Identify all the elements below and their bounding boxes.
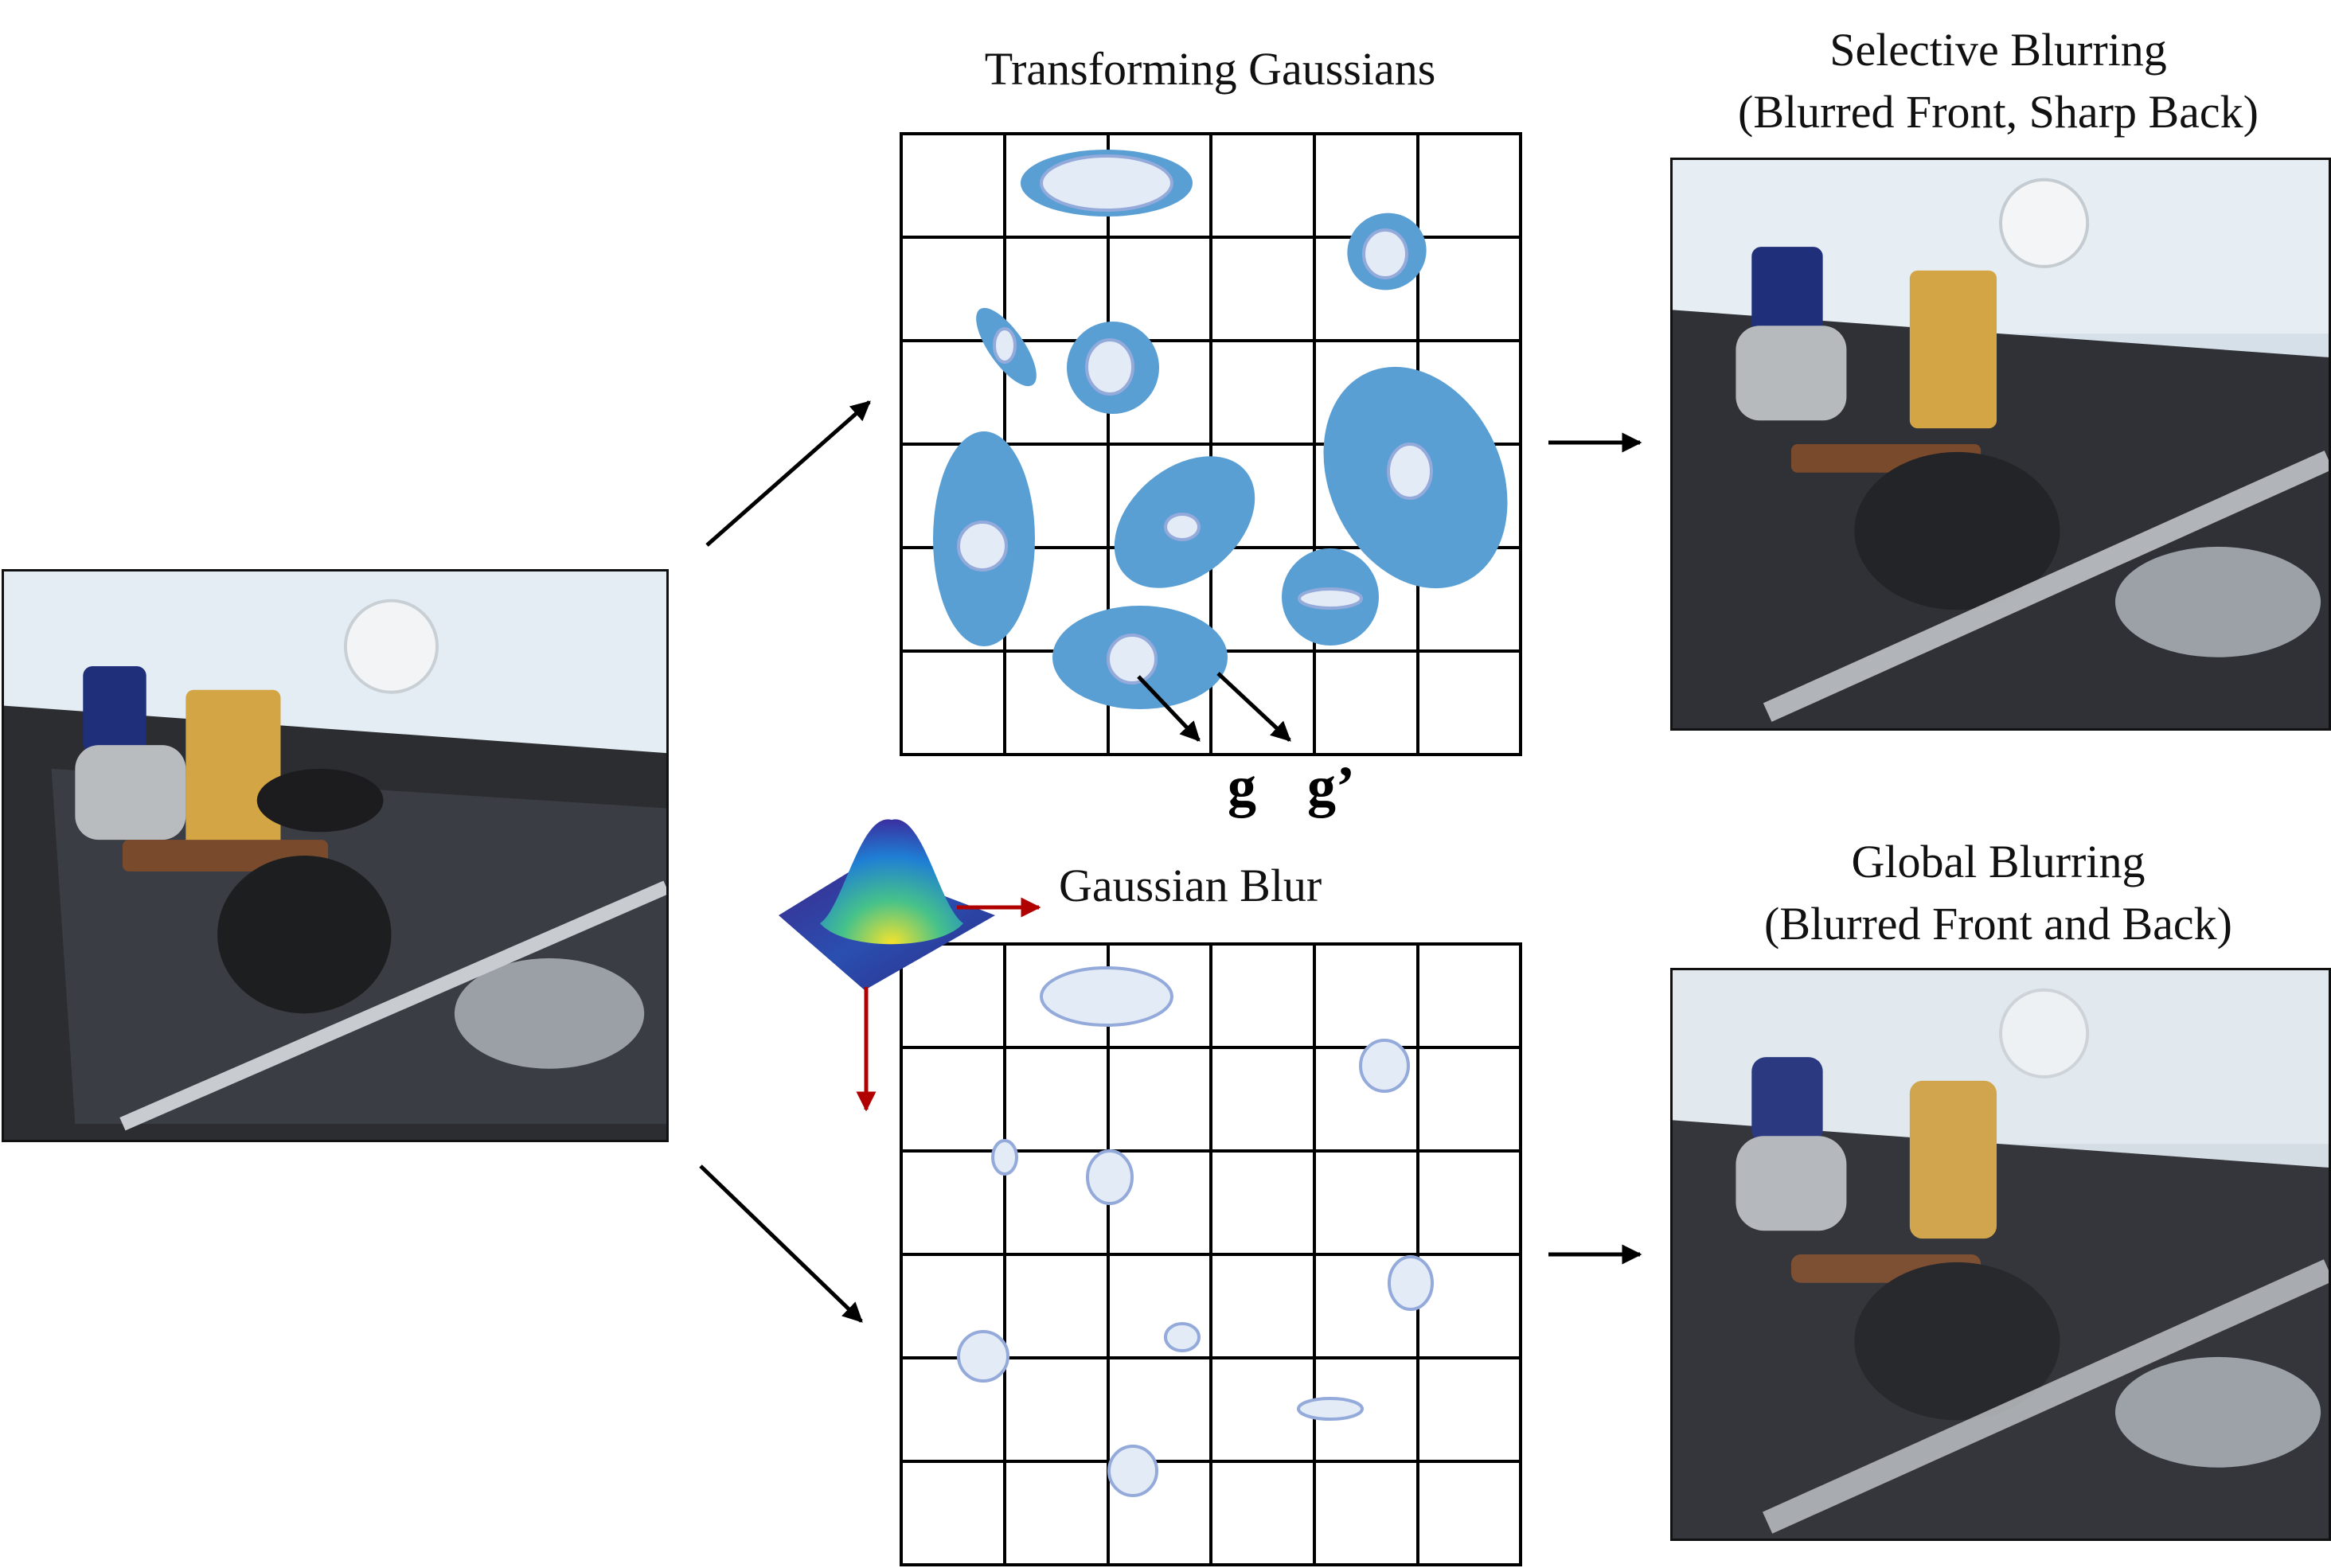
original-gaussians bbox=[957, 966, 1434, 1497]
transform-vectors bbox=[1137, 672, 1291, 742]
selective-blurring-subtitle: (Blurred Front, Sharp Back) bbox=[1738, 86, 2259, 138]
gaussian-kernel-icon bbox=[779, 819, 995, 990]
vector-label-g: g bbox=[1228, 755, 1256, 818]
vector-label-g-prime: g’ bbox=[1307, 755, 1355, 818]
transforming-gaussians-title: Transforming Gaussians bbox=[984, 43, 1436, 95]
global-blurring-subtitle: (Blurred Front and Back) bbox=[1764, 898, 2232, 950]
selective-blurring-title: Selective Blurring bbox=[1829, 24, 2167, 76]
bottom-grid bbox=[900, 942, 1522, 1566]
gaussian-blur-title: Gaussian Blur bbox=[1059, 860, 1322, 911]
transformed-gaussians bbox=[933, 150, 1508, 709]
global-blurring-title: Global Blurring bbox=[1851, 836, 2146, 887]
gaussian-cores-top bbox=[957, 154, 1433, 685]
global-blur-photo bbox=[1670, 968, 2331, 1541]
flow-arrows bbox=[699, 400, 1642, 1323]
selective-blur-photo bbox=[1670, 158, 2331, 731]
input-photo bbox=[2, 569, 669, 1142]
kernel-axes bbox=[856, 897, 1041, 1112]
